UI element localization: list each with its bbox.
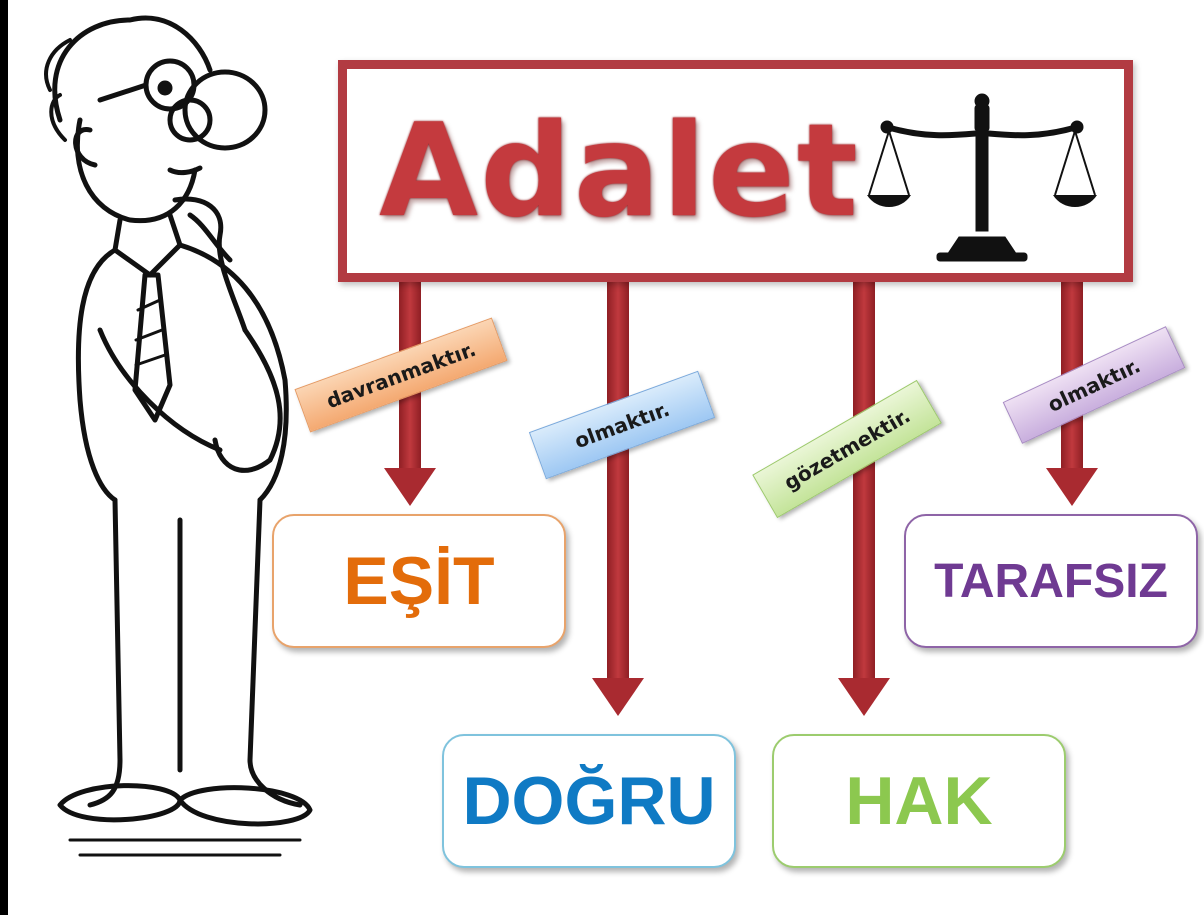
title-box: Adalet bbox=[338, 60, 1133, 282]
arrow-to-dogru bbox=[592, 280, 644, 716]
dogru-box: DOĞRU bbox=[442, 734, 736, 868]
left-frame-border bbox=[0, 0, 8, 915]
arrow-to-hak bbox=[838, 280, 890, 716]
thinking-man-illustration bbox=[44, 15, 313, 857]
scales-of-justice-icon bbox=[867, 93, 1097, 262]
tarafsiz-box: TARAFSIZ bbox=[904, 514, 1198, 648]
title-text: Adalet bbox=[379, 97, 860, 246]
hak-box: HAK bbox=[772, 734, 1066, 868]
esit-box: EŞİT bbox=[272, 514, 566, 648]
